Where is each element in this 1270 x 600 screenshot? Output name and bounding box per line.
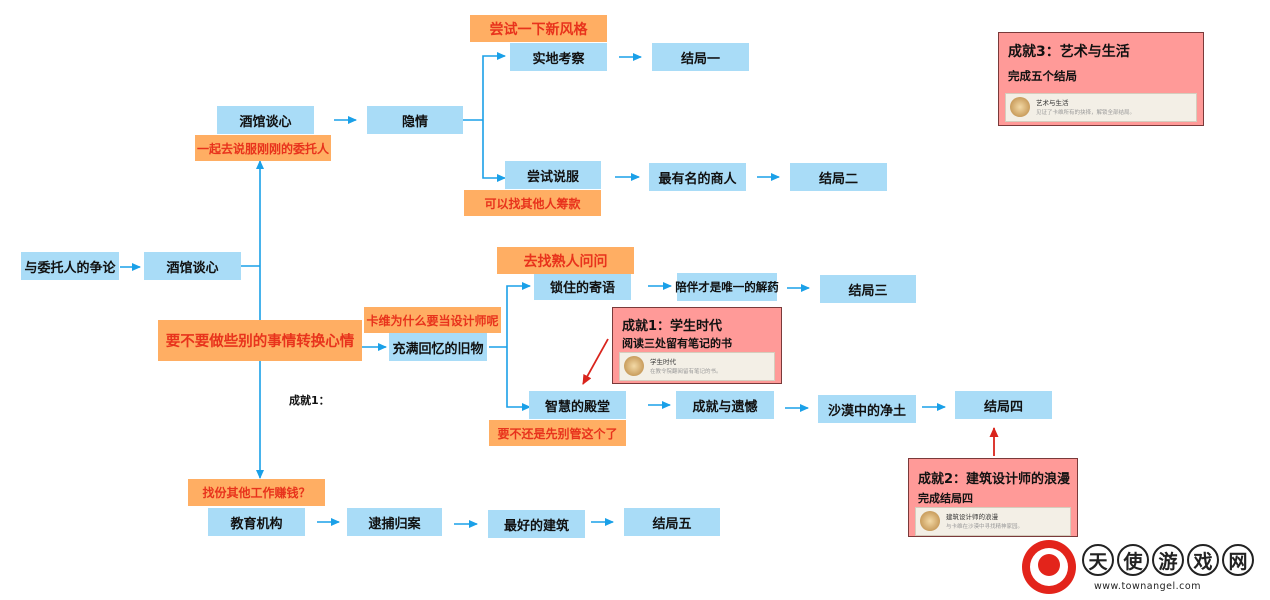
achievement-card-1: 成就1：学生时代 阅读三处留有笔记的书 学生时代 在教令院翻阅留有笔记的书。 [612, 307, 782, 384]
watermark-char: 戏 [1187, 544, 1219, 576]
note-try-new-style: 尝试一下新风格 [470, 15, 607, 42]
node-desert-land: 沙漠中的净土 [818, 395, 916, 423]
watermark-char: 使 [1117, 544, 1149, 576]
node-achieve-regret: 成就与遗憾 [676, 391, 774, 419]
node-ending5: 结局五 [624, 508, 720, 536]
achievement-1-badge: 学生时代 在教令院翻阅留有笔记的书。 [619, 352, 775, 381]
achievement-card-2: 成就2：建筑设计师的浪漫 完成结局四 建筑设计师的浪漫 与卡维在沙漠中寻找精神家… [908, 458, 1078, 537]
note-persuade-client: 一起去说服刚刚的委托人 [195, 135, 331, 161]
node-best-building: 最好的建筑 [488, 510, 585, 538]
note-why-designer: 卡维为什么要当设计师呢 [364, 307, 501, 333]
node-persuade: 尝试说服 [505, 161, 601, 189]
note-ask-friend: 去找熟人问问 [497, 247, 634, 274]
edge-branch-letter [506, 282, 531, 347]
node-wisdom-hall: 智慧的殿堂 [529, 391, 626, 419]
watermark-logo-icon [1022, 540, 1076, 594]
watermark-char: 游 [1152, 544, 1184, 576]
achievement-3-badge: 艺术与生活 见证了卡维所有的抉择，解锁全部结局。 [1005, 93, 1197, 122]
node-arrest: 逮捕归案 [347, 508, 442, 536]
node-education: 教育机构 [208, 508, 305, 536]
watermark-url: www.townangel.com [1094, 581, 1201, 592]
node-dispute: 与委托人的争论 [21, 252, 119, 280]
achievement-medal-icon [1010, 97, 1030, 117]
edge-branch-field [482, 52, 506, 120]
achievement-3-subtitle: 完成五个结局 [1008, 69, 1077, 83]
watermark-char: 网 [1222, 544, 1254, 576]
achievement-3-title: 成就3：艺术与生活 [1008, 44, 1130, 60]
node-companionship: 陪伴才是唯一的解药 [675, 273, 779, 301]
note-change-mood: 要不要做些别的事情转换心情 [158, 320, 362, 361]
node-locked-letter: 锁住的寄语 [534, 272, 631, 300]
edge-branch-persuade [482, 120, 506, 182]
achievement-2-subtitle: 完成结局四 [918, 492, 973, 505]
site-watermark: 天 使 游 戏 网 www.townangel.com [1022, 540, 1262, 596]
node-ending2: 结局二 [790, 163, 887, 191]
edge-branch-wisdom [506, 347, 531, 411]
achievement-1-badge-title: 学生时代 [650, 358, 676, 366]
node-hidden: 隐情 [367, 106, 463, 134]
note-dont-bother: 要不还是先别管这个了 [489, 420, 626, 446]
node-memory-items: 充满回忆的旧物 [389, 333, 487, 361]
achievement-2-badge-desc: 与卡维在沙漠中寻找精神家园。 [946, 524, 1024, 530]
achievement-1-title: 成就1：学生时代 [622, 319, 723, 334]
node-tavern-left: 酒馆谈心 [144, 252, 241, 280]
achievement-3-badge-desc: 见证了卡维所有的抉择，解锁全部结局。 [1036, 110, 1136, 116]
node-ending1: 结局一 [652, 43, 749, 71]
achievement-3-badge-title: 艺术与生活 [1036, 99, 1069, 107]
achievement-medal-icon [624, 356, 644, 376]
node-ending3: 结局三 [820, 275, 916, 303]
watermark-char: 天 [1082, 544, 1114, 576]
node-tavern-top: 酒馆谈心 [217, 106, 314, 134]
achievement-2-badge-title: 建筑设计师的浪漫 [946, 513, 998, 521]
node-famous-merchant: 最有名的商人 [649, 163, 746, 191]
note-find-others: 可以找其他人筹款 [464, 190, 601, 216]
achievement-card-3: 成就3：艺术与生活 完成五个结局 艺术与生活 见证了卡维所有的抉择，解锁全部结局… [998, 32, 1204, 126]
achievement-2-title: 成就2：建筑设计师的浪漫 [918, 472, 1071, 487]
note-other-job: 找份其他工作赚钱？ [188, 479, 325, 506]
stray-label: 成就1： [289, 394, 330, 407]
node-ending4: 结局四 [955, 391, 1052, 419]
achievement-medal-icon [920, 511, 940, 531]
achievement-1-badge-desc: 在教令院翻阅留有笔记的书。 [650, 369, 722, 375]
achievement-2-badge: 建筑设计师的浪漫 与卡维在沙漠中寻找精神家园。 [915, 507, 1071, 536]
achievement-1-subtitle: 阅读三处留有笔记的书 [622, 337, 732, 350]
node-field-visit: 实地考察 [510, 43, 607, 71]
red-arrow-a1 [582, 338, 609, 385]
